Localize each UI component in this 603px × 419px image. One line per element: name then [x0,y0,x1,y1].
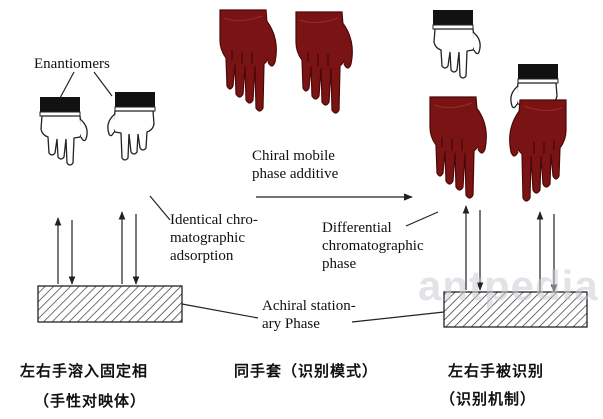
adsorption-arrows-right [462,205,558,293]
caption-middle: 同手套（识别模式） [234,362,379,380]
label-achiral-line2: ary Phase [262,316,320,332]
pointer-lines [59,71,445,323]
glove-icon-top-left [219,9,277,112]
glove-icon-lower-right-2 [509,99,567,202]
label-differential-line3: phase [322,256,357,272]
watermark: antpedia [418,262,599,309]
hand-icon-left [39,96,88,166]
label-differential-line1: Differential [322,220,392,236]
label-enantiomers: Enantiomers [34,56,110,72]
caption-left-line2: （手性对映体） [34,392,147,410]
hand-icon-upper-right-1 [432,9,481,79]
glove-icon-top-right [295,11,353,114]
adsorption-arrows-left [54,211,140,285]
stationary-phase-left [37,285,183,323]
caption-left-line1: 左右手溶入固定相 [20,362,149,380]
glove-icon-lower-right-1 [429,96,487,199]
label-achiral-line1: Achiral station- [262,298,356,314]
label-chiral-additive-line1: Chiral mobile [252,148,335,164]
stationary-phase-right [443,291,588,328]
label-differential-line2: chromatographic [322,238,424,254]
label-chiral-additive-line2: phase additive [252,166,339,182]
label-identical-line1: Identical chro- [170,212,258,228]
label-identical-line2: matographic [170,230,245,246]
label-identical-line3: adsorption [170,248,234,264]
caption-right-line2: （识别机制） [440,390,537,408]
caption-right-line1: 左右手被识别 [448,362,545,380]
hand-icon-right [107,91,156,161]
